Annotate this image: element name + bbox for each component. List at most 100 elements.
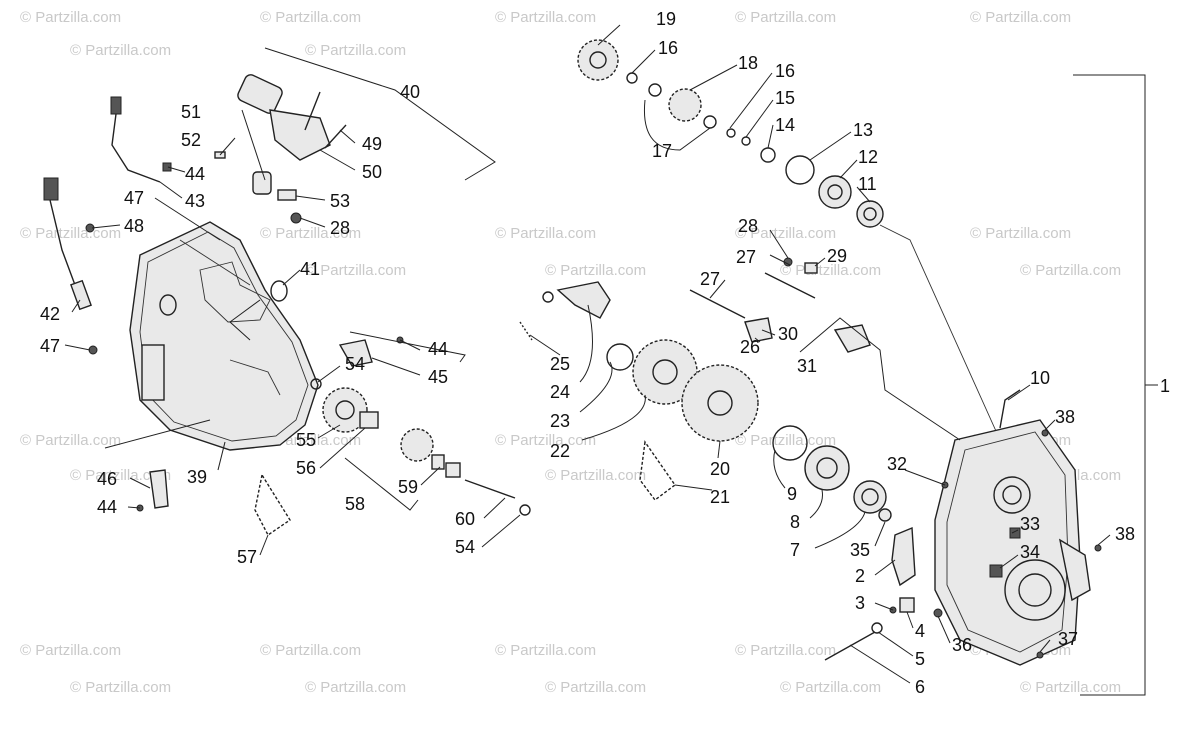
- watermark: © Partzilla.com: [305, 262, 406, 279]
- callout-51: 51: [181, 102, 201, 122]
- chaincase-housing: [934, 419, 1091, 666]
- callout-4: 4: [915, 621, 925, 641]
- bearing-8: [804, 445, 850, 491]
- washer-17a: [648, 83, 662, 97]
- callout-1: 1: [1160, 376, 1170, 396]
- callout-34: 34: [1020, 542, 1040, 562]
- callout-27: 27: [700, 269, 720, 289]
- watermark: © Partzilla.com: [735, 432, 836, 449]
- callout-44: 44: [428, 339, 448, 359]
- watermark: © Partzilla.com: [970, 225, 1071, 242]
- watermark: © Partzilla.com: [1020, 262, 1121, 279]
- watermark: © Partzilla.com: [735, 225, 836, 242]
- callout-54: 54: [455, 537, 475, 557]
- bolt-44: [162, 162, 172, 172]
- sprocket-55: [322, 387, 368, 433]
- plate-46: [149, 469, 169, 509]
- callout-18: 18: [738, 53, 758, 73]
- watermark: © Partzilla.com: [70, 467, 171, 484]
- callout-39: 39: [187, 467, 207, 487]
- watermark: © Partzilla.com: [495, 225, 596, 242]
- shift-fork-31: [833, 324, 871, 353]
- ring-16b: [726, 128, 736, 138]
- ring-15: [741, 136, 751, 146]
- snap-ring-9: [772, 425, 808, 461]
- chain-21: [639, 440, 676, 501]
- callout-58: 58: [345, 494, 365, 514]
- callout-5: 5: [915, 649, 925, 669]
- callout-44: 44: [185, 164, 205, 184]
- bolt-38b: [1094, 544, 1102, 552]
- gear-22: [632, 339, 698, 405]
- watermark: © Partzilla.com: [545, 679, 646, 696]
- watermark: © Partzilla.com: [735, 9, 836, 26]
- watermark: © Partzilla.com: [20, 432, 121, 449]
- sensor-45: [338, 339, 373, 367]
- callout-3: 3: [855, 593, 865, 613]
- gasket-41: [270, 280, 288, 302]
- callout-50: 50: [362, 162, 382, 182]
- callout-41: 41: [300, 259, 320, 279]
- callout-20: 20: [710, 459, 730, 479]
- callout-43: 43: [185, 191, 205, 211]
- watermark: © Partzilla.com: [20, 642, 121, 659]
- leader-lines: [64, 24, 1158, 696]
- callout-44: 44: [97, 497, 117, 517]
- callout-2: 2: [855, 566, 865, 586]
- watermark: © Partzilla.com: [545, 262, 646, 279]
- callout-57: 57: [237, 547, 257, 567]
- watermark: © Partzilla.com: [260, 9, 361, 26]
- watermark: © Partzilla.com: [20, 225, 121, 242]
- spacer-4: [899, 597, 915, 613]
- callout-numbers: 1 2 3 4 5 6 7 8 9 10 11 12 13 14 15 16 1…: [40, 9, 1170, 697]
- watermark: © Partzilla.com: [545, 467, 646, 484]
- bolt-36: [933, 608, 943, 618]
- shift-lever-24: [556, 281, 611, 319]
- washer-54b: [519, 504, 531, 516]
- watermark: © Partzilla.com: [1020, 679, 1121, 696]
- callout-46: 46: [97, 469, 117, 489]
- gear-59: [400, 428, 434, 462]
- watermark: © Partzilla.com: [970, 9, 1071, 26]
- bolt-47b: [88, 345, 98, 355]
- washer-14: [760, 147, 776, 163]
- shift-motor-assembly: [237, 74, 347, 195]
- seal-7: [853, 480, 887, 514]
- gear-20: [681, 364, 759, 442]
- washer-5: [871, 622, 883, 634]
- callout-35: 35: [850, 540, 870, 560]
- callout-48: 48: [124, 216, 144, 236]
- ring-16a: [626, 72, 638, 84]
- bearing-12: [818, 175, 852, 209]
- callout-55: 55: [296, 430, 316, 450]
- callout-13: 13: [853, 120, 873, 140]
- left-chaincase-cover: [129, 221, 319, 451]
- callout-32: 32: [887, 454, 907, 474]
- shaft-60: [464, 479, 516, 499]
- watermark: © Partzilla.com: [780, 679, 881, 696]
- callout-27: 27: [736, 247, 756, 267]
- watermark: © Partzilla.com: [495, 642, 596, 659]
- spring-28: [290, 212, 302, 224]
- callout-28: 28: [738, 216, 758, 236]
- watermark: © Partzilla.com: [70, 679, 171, 696]
- watermark: © Partzilla.com: [260, 642, 361, 659]
- watermark: © Partzilla.com: [70, 42, 171, 59]
- watermark: © Partzilla.com: [735, 642, 836, 659]
- callout-23: 23: [550, 411, 570, 431]
- washer-17b: [703, 115, 717, 129]
- chain-57: [254, 473, 291, 537]
- callout-16: 16: [775, 61, 795, 81]
- callout-9: 9: [787, 484, 797, 504]
- callout-60: 60: [455, 509, 475, 529]
- vent-hose-10: [999, 389, 1021, 429]
- callout-54: 54: [345, 354, 365, 374]
- seal-11: [856, 200, 884, 228]
- callout-10: 10: [1030, 368, 1050, 388]
- bushing-35: [878, 508, 892, 522]
- hub-56: [359, 411, 379, 429]
- bolt-33: [1009, 527, 1021, 539]
- spring-25: [519, 321, 533, 341]
- callout-45: 45: [428, 367, 448, 387]
